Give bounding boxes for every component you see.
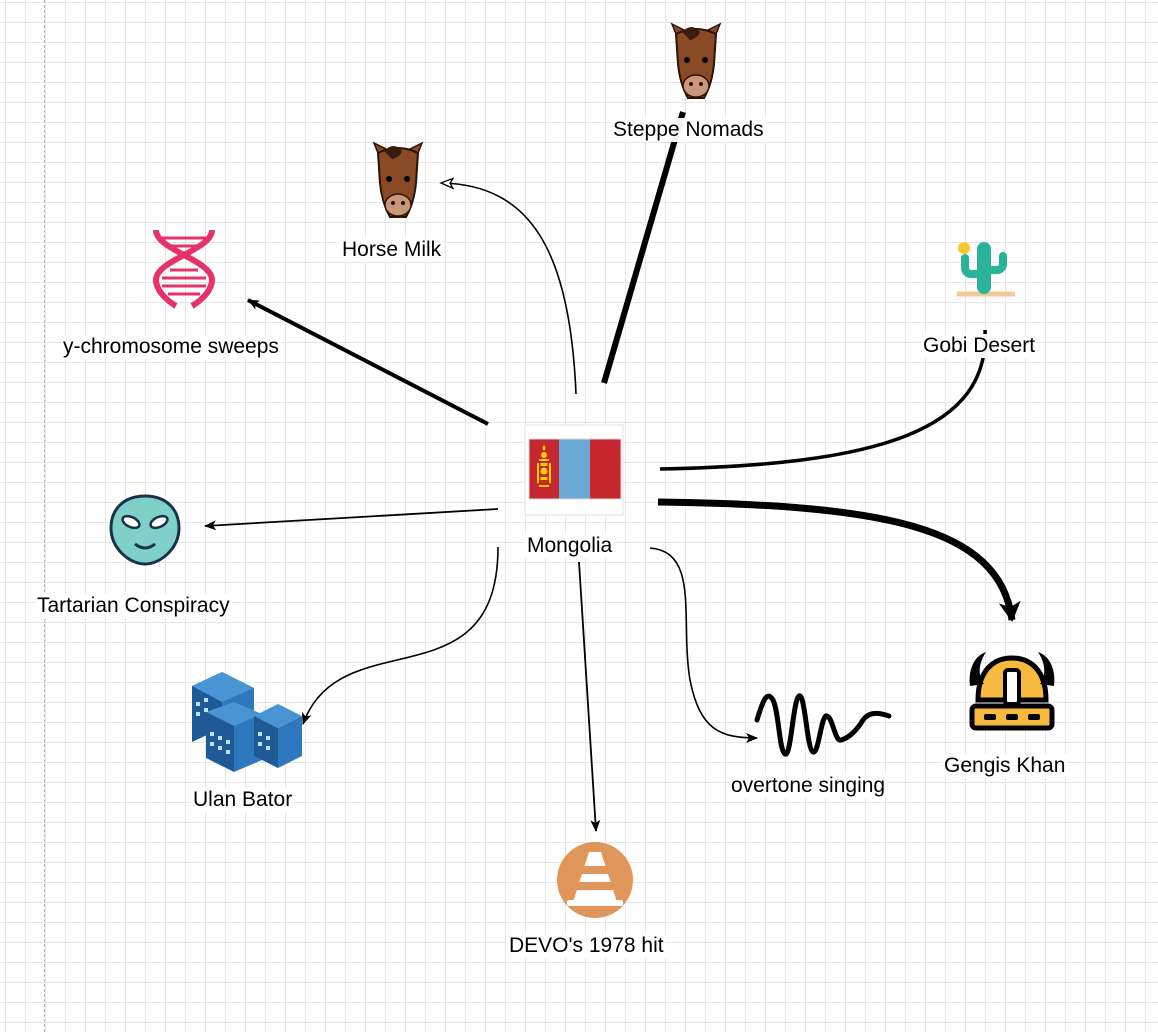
node-label-ulan-bator[interactable]: Ulan Bator [191, 788, 295, 812]
node-label-gobi-desert[interactable]: Gobi Desert [921, 334, 1038, 358]
page-boundary-line [44, 0, 45, 1032]
cactus-desert-icon[interactable] [957, 242, 1015, 297]
edge-mongolia-gengis-khan[interactable] [657, 498, 1021, 622]
mongolia-flag-icon[interactable] [524, 424, 624, 516]
traffic-cone-icon[interactable] [557, 842, 633, 918]
edge-mongolia-tartarian[interactable] [204, 508, 499, 531]
node-label-gengis-khan[interactable]: Gengis Khan [942, 754, 1068, 778]
dna-helix-icon[interactable] [152, 229, 216, 309]
node-label-overtone-singing[interactable]: overtone singing [729, 774, 888, 798]
edge-mongolia-devo[interactable] [578, 561, 601, 832]
horse-head-icon[interactable] [372, 141, 424, 218]
node-label-tartarian-conspiracy[interactable]: Tartarian Conspiracy [35, 594, 232, 618]
node-label-devo-1978-hit[interactable]: DEVO's 1978 hit [507, 934, 666, 958]
node-label-mongolia[interactable]: Mongolia [525, 534, 615, 558]
horse-head-icon[interactable] [670, 22, 722, 99]
node-label-y-chromosome-sweeps[interactable]: y-chromosome sweeps [61, 335, 281, 359]
edge-mongolia-gobi[interactable] [659, 329, 987, 471]
edge-mongolia-steppe-nomads[interactable] [601, 111, 686, 384]
node-label-horse-milk[interactable]: Horse Milk [340, 238, 444, 262]
node-label-steppe-nomads[interactable]: Steppe Nomads [611, 118, 766, 142]
edge-mongolia-y-chromosome[interactable] [247, 298, 489, 426]
edge-mongolia-ulan-bator[interactable] [301, 546, 499, 725]
edge-mongolia-overtone[interactable] [649, 547, 758, 743]
viking-helmet-icon[interactable] [969, 652, 1055, 731]
sound-wave-icon[interactable] [754, 693, 892, 757]
edge-mongolia-horse-milk[interactable] [442, 183, 577, 395]
alien-face-icon[interactable] [109, 494, 181, 566]
city-buildings-icon[interactable] [192, 672, 302, 772]
